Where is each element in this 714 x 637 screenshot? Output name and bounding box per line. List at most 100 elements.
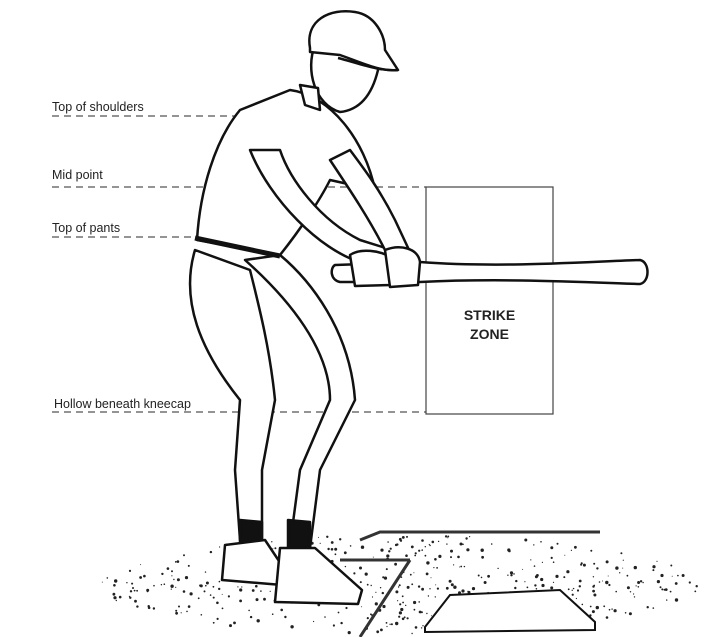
home-plate <box>424 588 596 634</box>
dirt-speck <box>112 593 115 596</box>
dirt-speck <box>635 585 637 587</box>
dirt-speck <box>628 612 632 616</box>
strike-zone-line1: STRIKE <box>463 307 516 323</box>
dirt-speck <box>197 597 200 600</box>
dirt-speck <box>219 546 221 548</box>
dirt-speck <box>334 553 337 556</box>
label-top-of-pants: Top of pants <box>52 221 121 235</box>
dirt-speck <box>129 590 133 593</box>
dirt-speck <box>114 579 118 583</box>
dirt-speck <box>428 543 430 546</box>
dirt-speck <box>448 579 452 583</box>
dirt-speck <box>212 585 215 588</box>
dirt-speck <box>574 545 577 549</box>
dirt-speck <box>674 582 678 585</box>
dirt-speck <box>166 567 170 570</box>
dirt-speck <box>189 592 193 596</box>
dirt-speck <box>396 543 399 546</box>
dirt-speck <box>187 564 190 567</box>
dirt-speck <box>430 577 432 579</box>
dirt-speck <box>173 578 175 581</box>
dirt-speck <box>664 588 668 591</box>
dirt-speck <box>622 559 624 561</box>
dirt-speck <box>398 584 401 587</box>
dirt-speck <box>463 565 466 568</box>
dirt-speck <box>334 547 338 551</box>
dirt-speck <box>218 580 221 583</box>
dirt-speck <box>171 575 173 577</box>
dirt-speck <box>418 601 421 603</box>
label-hollow-beneath-kneecap: Hollow beneath kneecap <box>54 397 191 411</box>
dirt-speck <box>175 611 179 615</box>
dirt-speck <box>421 587 424 591</box>
dirt-speck <box>571 589 573 591</box>
dirt-speck <box>420 627 423 629</box>
dirt-speck <box>626 574 629 577</box>
dirt-speck <box>395 621 399 626</box>
dirt-speck <box>131 582 134 585</box>
dirt-speck <box>205 581 209 585</box>
dirt-speck <box>607 575 609 577</box>
dirt-speck <box>445 586 449 590</box>
dirt-speck <box>380 548 384 552</box>
dirt-speck <box>204 571 207 573</box>
dirt-speck <box>591 610 595 614</box>
dirt-speck <box>212 621 215 624</box>
dirt-speck <box>593 584 596 587</box>
dirt-speck <box>385 622 388 624</box>
dirt-speck <box>608 583 611 587</box>
dirt-speck <box>364 572 368 576</box>
dirt-speck <box>271 541 273 543</box>
dirt-speck <box>187 605 191 608</box>
dirt-speck <box>186 610 188 613</box>
dirt-speck <box>343 551 347 555</box>
dirt-speck <box>534 575 538 579</box>
dirt-speck <box>550 556 553 560</box>
dirt-speck <box>688 581 691 584</box>
dirt-speck <box>227 595 230 598</box>
dirt-speck <box>394 562 397 566</box>
dirt-speck <box>671 575 673 577</box>
dirt-speck <box>199 584 202 587</box>
dirt-speck <box>436 587 439 590</box>
dirt-speck <box>251 589 255 592</box>
dirt-speck <box>652 569 655 572</box>
dirt-speck <box>136 589 139 592</box>
dirt-speck <box>572 587 575 590</box>
dirt-speck <box>420 611 423 614</box>
dirt-speck <box>507 574 509 576</box>
dirt-speck <box>660 573 664 578</box>
dirt-speck <box>382 576 385 579</box>
dirt-speck <box>359 566 362 570</box>
dirt-speck <box>457 555 460 559</box>
dirt-speck <box>344 565 347 568</box>
dirt-speck <box>450 583 454 587</box>
dirt-speck <box>254 584 258 588</box>
dirt-speck <box>417 585 421 588</box>
dirt-speck <box>613 609 617 613</box>
dirt-speck <box>652 607 655 609</box>
dirt-speck <box>603 605 606 608</box>
dirt-speck <box>402 601 404 604</box>
dirt-speck <box>611 608 613 610</box>
dirt-speck <box>405 604 407 607</box>
dirt-speck <box>480 548 484 552</box>
dirt-speck <box>324 616 326 618</box>
dirt-speck <box>550 546 554 550</box>
dirt-speck <box>507 548 511 552</box>
dirt-speck <box>387 541 389 543</box>
dirt-speck <box>353 572 356 575</box>
dirt-speck <box>431 540 435 544</box>
dirt-speck <box>481 555 484 559</box>
dirt-speck <box>570 549 573 552</box>
dirt-speck <box>399 603 402 606</box>
dirt-speck <box>339 538 342 541</box>
dirt-speck <box>134 599 137 603</box>
dirt-speck <box>424 546 426 548</box>
dirt-speck <box>681 574 685 577</box>
dirt-speck <box>426 612 428 615</box>
dirt-speck <box>513 573 515 575</box>
dirt-speck <box>460 565 463 568</box>
dirt-speck <box>426 561 430 565</box>
dirt-speck <box>661 588 664 591</box>
